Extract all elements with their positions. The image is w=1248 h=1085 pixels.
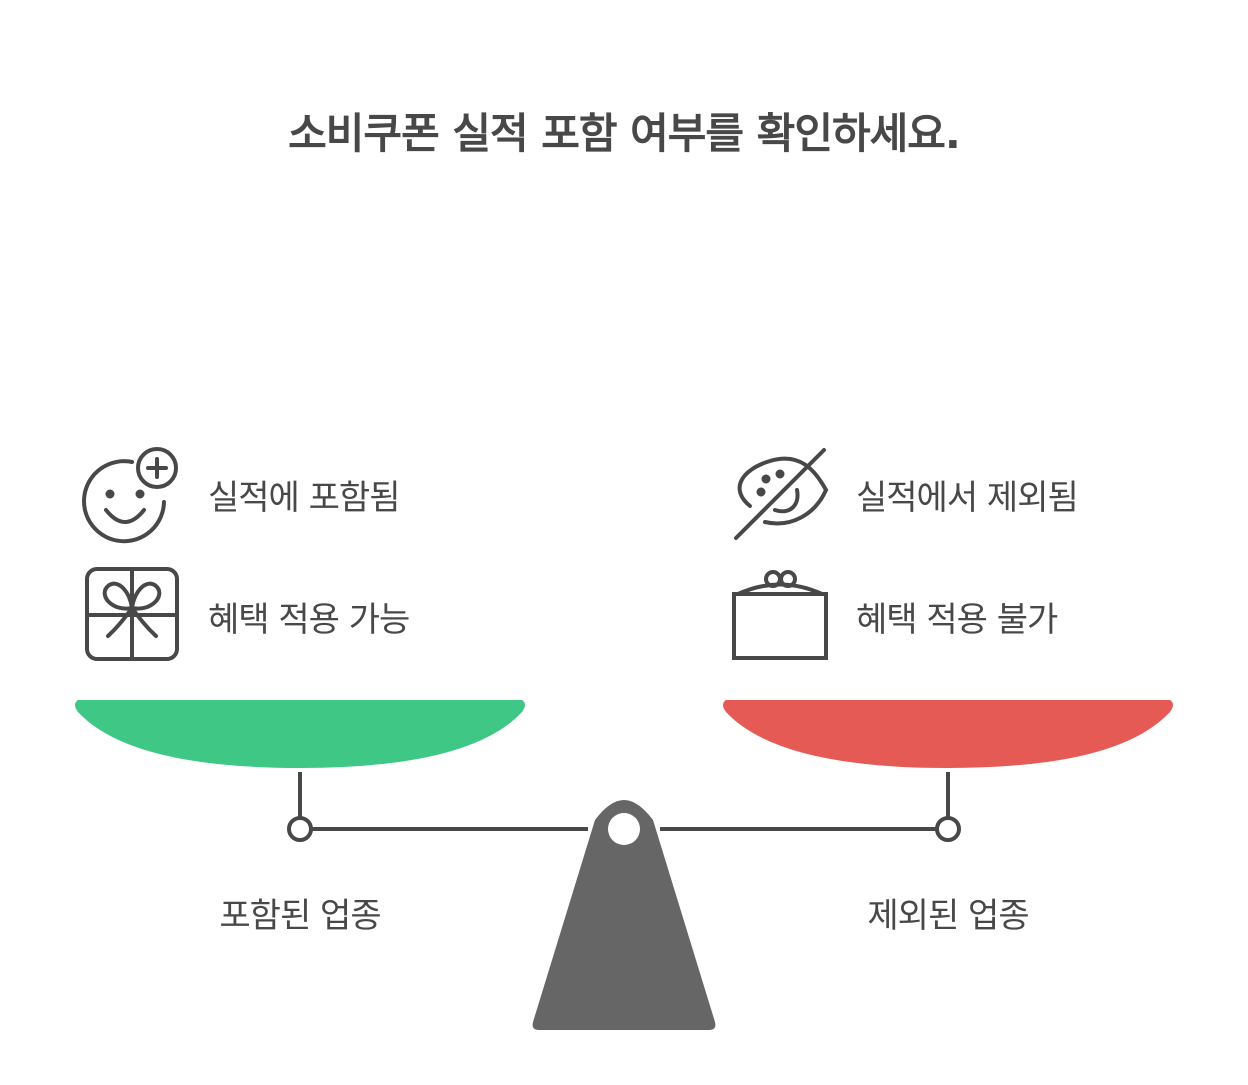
fulcrum xyxy=(532,800,716,1030)
right-item-label-1: 혜택 적용 불가 xyxy=(856,600,1058,640)
eye-slash-icon xyxy=(734,448,829,540)
left-item-label-1: 혜택 적용 가능 xyxy=(208,600,410,640)
left-pan xyxy=(75,700,525,768)
left-base-label: 포함된 업종 xyxy=(219,896,381,936)
right-pivot xyxy=(935,816,961,842)
smiley-plus-icon xyxy=(82,447,178,544)
left-item-label-0: 실적에 포함됨 xyxy=(208,478,400,518)
diagram-title: 소비쿠폰 실적 포함 여부를 확인하세요. xyxy=(288,109,961,158)
left-pivot xyxy=(287,816,313,842)
closed-purse-icon xyxy=(732,570,828,660)
right-base-label: 제외된 업종 xyxy=(867,896,1029,936)
right-pan xyxy=(723,700,1173,768)
gift-box-icon xyxy=(85,567,179,661)
right-item-label-0: 실적에서 제외됨 xyxy=(856,478,1079,518)
